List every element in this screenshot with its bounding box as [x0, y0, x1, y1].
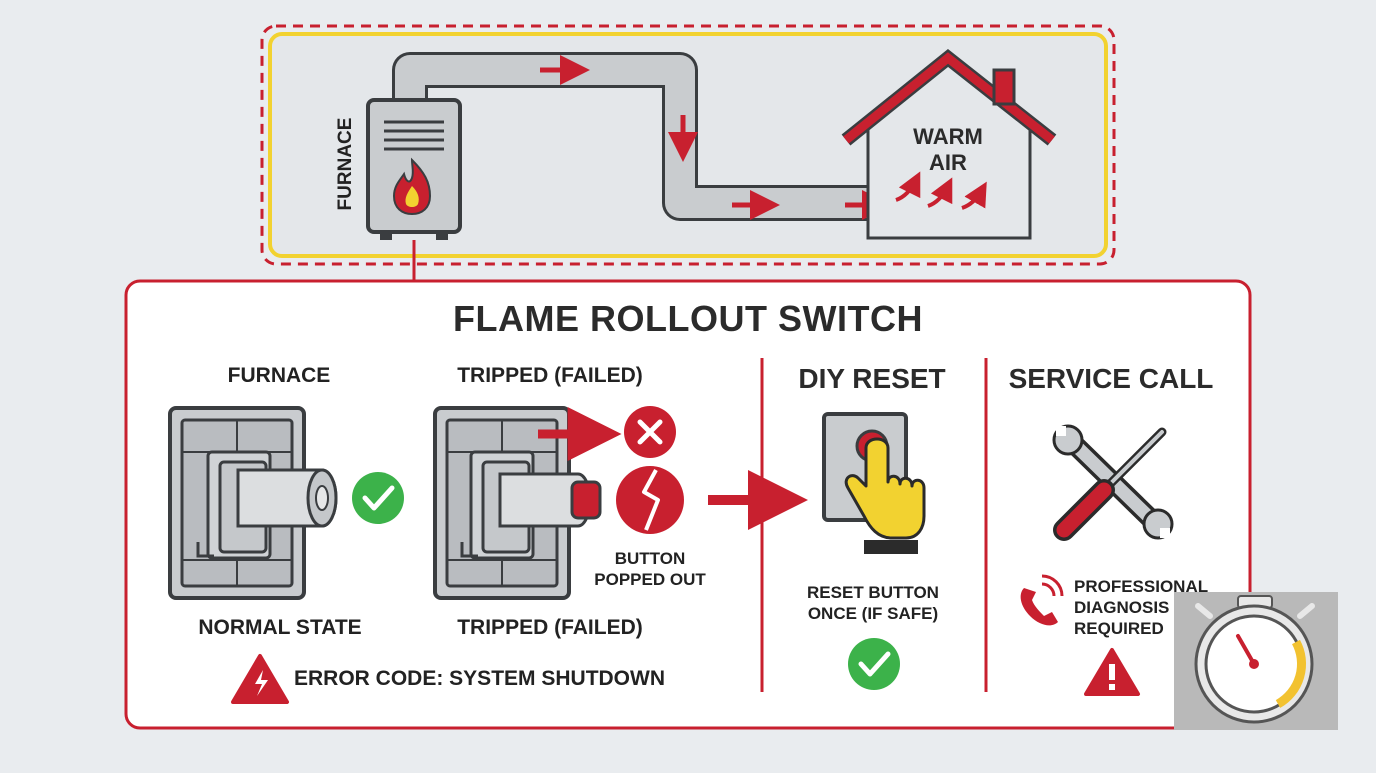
- crack-icon: [616, 466, 684, 534]
- check-icon: [848, 638, 900, 690]
- airflow-diagram: [260, 24, 1116, 282]
- house-label-line2: AIR: [929, 150, 967, 175]
- x-icon: [624, 406, 676, 458]
- flame-icon: [392, 157, 432, 216]
- warning-icon: [231, 654, 289, 704]
- button-note-line2: POPPED OUT: [594, 570, 706, 589]
- warm-air-arrow: [927, 177, 953, 208]
- warm-air-arrow: [961, 181, 987, 210]
- col2-bottom-label: TRIPPED (FAILED): [457, 616, 643, 639]
- phone-icon: [1020, 574, 1064, 626]
- warm-air-arrow: [895, 171, 921, 202]
- diy-note-line2: ONCE (IF SAFE): [807, 604, 939, 623]
- check-icon: [352, 472, 404, 524]
- button-note: BUTTON POPPED OUT: [590, 548, 710, 590]
- warning-icon: [1084, 648, 1140, 696]
- warm-air-arrows: [895, 171, 987, 210]
- service-note: PROFESSIONAL DIAGNOSIS REQUIRED: [1074, 576, 1224, 639]
- service-note-line2: DIAGNOSIS: [1074, 598, 1170, 617]
- panel-title: FLAME ROLLOUT SWITCH: [453, 298, 923, 339]
- col2-top-label: TRIPPED (FAILED): [457, 364, 643, 387]
- switch-normal: [168, 406, 338, 600]
- col1-bottom-label: NORMAL STATE: [198, 616, 362, 639]
- furnace-label: FURNACE: [335, 117, 356, 211]
- service-note-line1: PROFESSIONAL: [1074, 577, 1209, 596]
- screwdriver-icon: [1053, 427, 1167, 541]
- house-label-line1: WARM: [913, 124, 983, 149]
- dashed-frame: [260, 24, 1116, 266]
- rollout-panel: [124, 279, 1252, 730]
- col1-top-label: FURNACE: [227, 364, 331, 387]
- diy-heading: DIY RESET: [798, 363, 946, 394]
- diy-note-line1: RESET BUTTON: [807, 583, 939, 602]
- stopwatch-icon: [1174, 592, 1338, 730]
- button-note-line1: BUTTON: [614, 549, 686, 568]
- house: [841, 49, 1057, 240]
- furnace-unit: [366, 98, 462, 240]
- house-label: WARM AIR: [898, 124, 998, 176]
- service-note-line3: REQUIRED: [1074, 619, 1164, 638]
- switch-tripped: [433, 406, 602, 600]
- service-heading: SERVICE CALL: [1008, 363, 1214, 394]
- hand-pointer-icon: [844, 437, 926, 554]
- popped-button: [570, 480, 602, 520]
- diy-note: RESET BUTTON ONCE (IF SAFE): [778, 582, 968, 624]
- error-code-text: ERROR CODE: SYSTEM SHUTDOWN: [294, 667, 666, 690]
